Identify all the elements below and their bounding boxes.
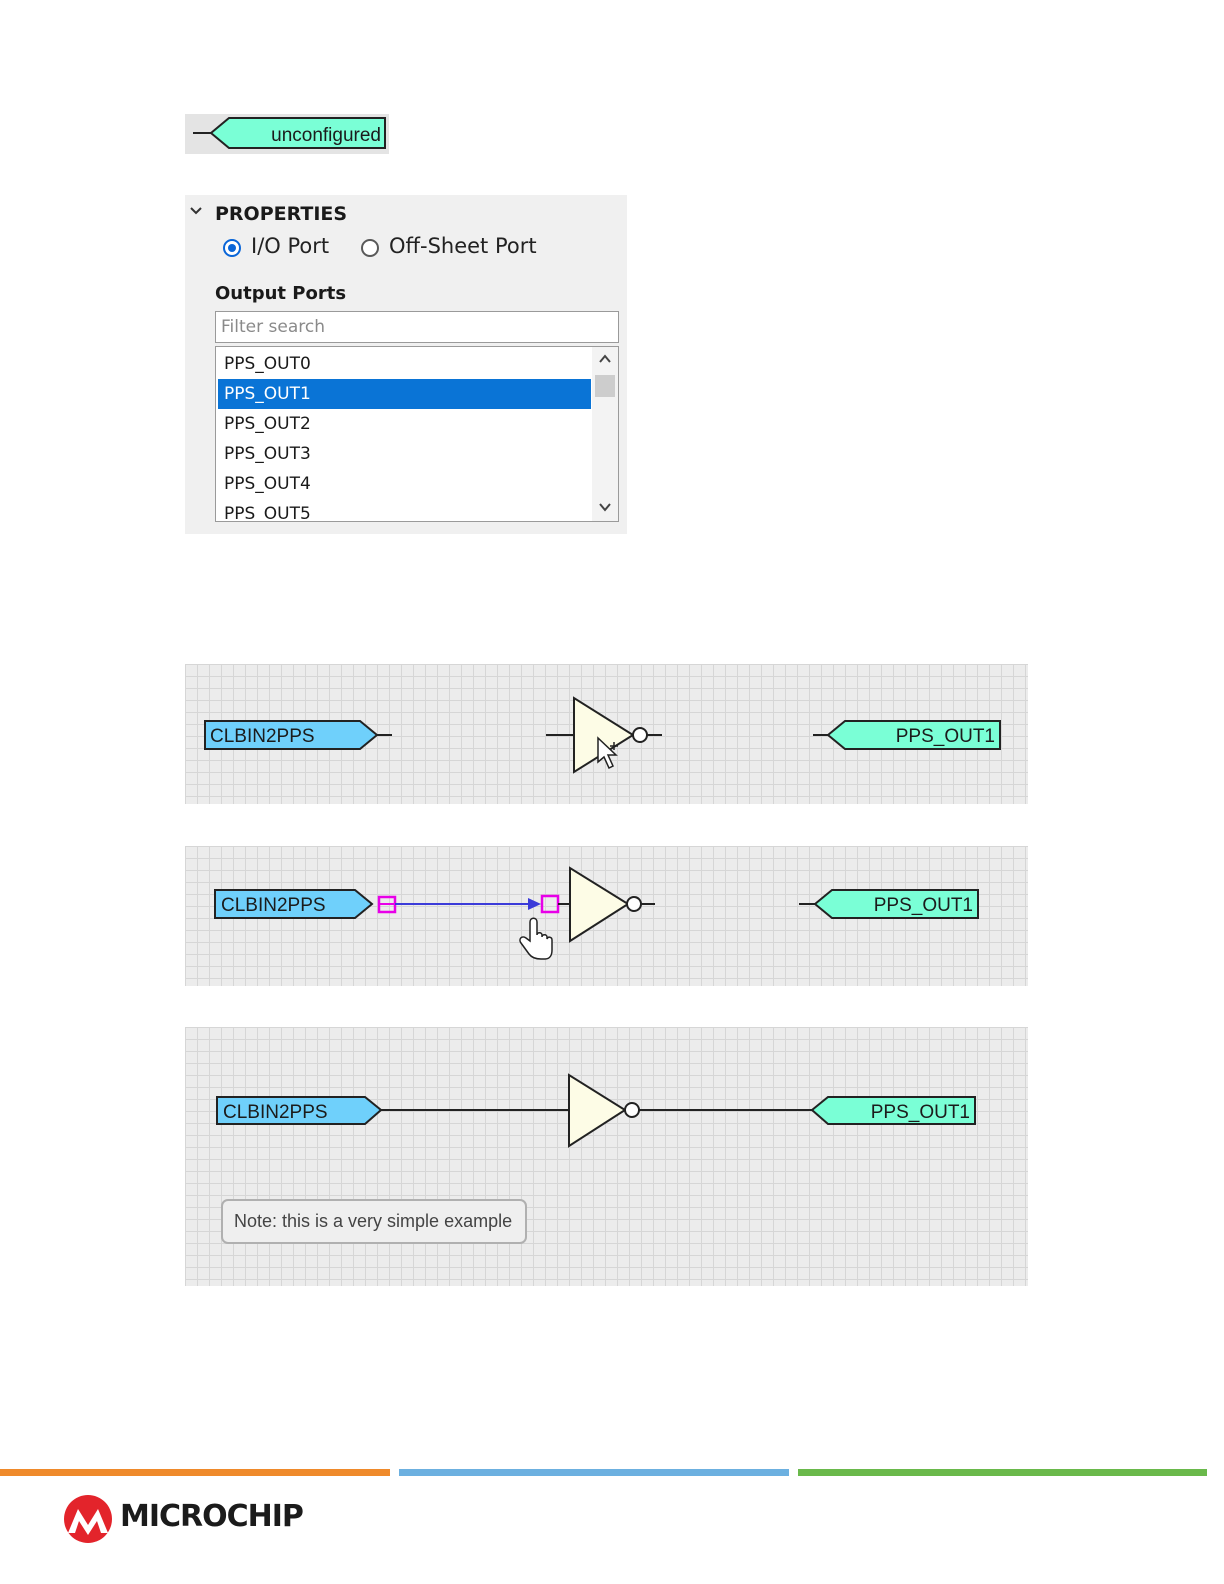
note-comment[interactable]: Note: this is a very simple example (221, 1199, 527, 1244)
microchip-logo-icon (60, 1493, 116, 1545)
hand-cursor-icon (520, 918, 552, 959)
chevron-down-icon[interactable] (189, 204, 203, 218)
input-port[interactable]: CLBIN2PPS (217, 1097, 381, 1124)
wire-arrow-icon (528, 898, 541, 910)
wire-handle-target[interactable] (542, 896, 558, 912)
input-port-label: CLBIN2PPS (221, 895, 326, 916)
list-scrollbar[interactable] (592, 347, 618, 521)
not-gate[interactable] (558, 868, 655, 941)
output-port-label: PPS_OUT1 (871, 1102, 970, 1123)
list-item[interactable]: PPS_OUT5 (218, 499, 591, 522)
output-port-label: PPS_OUT1 (896, 726, 995, 747)
off-sheet-port-radio[interactable] (361, 239, 379, 257)
input-port-label: CLBIN2PPS (210, 726, 315, 747)
footer-bar-green (798, 1469, 1207, 1476)
unconfigured-port-snippet: unconfigured (185, 114, 389, 154)
properties-panel: PROPERTIES I/O Port Off-Sheet Port Outpu… (185, 195, 627, 534)
list-item[interactable]: PPS_OUT0 (218, 349, 591, 379)
not-gate[interactable] (569, 1075, 639, 1146)
input-port[interactable]: CLBIN2PPS (215, 890, 372, 918)
output-ports-list[interactable]: PPS_OUT0 PPS_OUT1 PPS_OUT2 PPS_OUT3 PPS_… (215, 346, 619, 522)
properties-header[interactable]: PROPERTIES (215, 203, 347, 225)
output-ports-label: Output Ports (215, 283, 346, 304)
input-port-label: CLBIN2PPS (223, 1102, 328, 1123)
not-gate[interactable] (546, 698, 662, 772)
output-port[interactable]: PPS_OUT1 (812, 1097, 975, 1124)
list-item[interactable]: PPS_OUT4 (218, 469, 591, 499)
input-port[interactable]: CLBIN2PPS (205, 721, 392, 749)
scroll-down-icon[interactable] (598, 501, 612, 513)
footer-bar-orange (0, 1469, 390, 1476)
output-port[interactable]: PPS_OUT1 (799, 890, 978, 918)
list-item-selected[interactable]: PPS_OUT1 (218, 379, 591, 409)
output-port-label: PPS_OUT1 (874, 895, 973, 916)
io-port-radio-label[interactable]: I/O Port (251, 234, 329, 258)
filter-search-input[interactable] (215, 311, 619, 343)
io-port-radio[interactable] (223, 239, 241, 257)
schematic-canvas-step1[interactable]: CLBIN2PPS PPS_OUT1 (185, 664, 1028, 804)
footer-bar-blue (399, 1469, 789, 1476)
microchip-logo-text: MICROCHIP (120, 1499, 303, 1534)
scroll-up-icon[interactable] (598, 353, 612, 365)
unconfigured-port[interactable]: unconfigured (185, 114, 389, 154)
unconfigured-port-label: unconfigured (271, 125, 381, 146)
output-port[interactable]: PPS_OUT1 (813, 721, 1000, 749)
off-sheet-port-radio-label[interactable]: Off-Sheet Port (389, 234, 537, 258)
schematic-canvas-step3[interactable]: CLBIN2PPS PPS_OUT1 (185, 1027, 1028, 1286)
scrollbar-thumb[interactable] (595, 375, 615, 397)
schematic-canvas-step2[interactable]: CLBIN2PPS PPS_OUT1 (185, 846, 1028, 986)
list-item[interactable]: PPS_OUT3 (218, 439, 591, 469)
list-item[interactable]: PPS_OUT2 (218, 409, 591, 439)
